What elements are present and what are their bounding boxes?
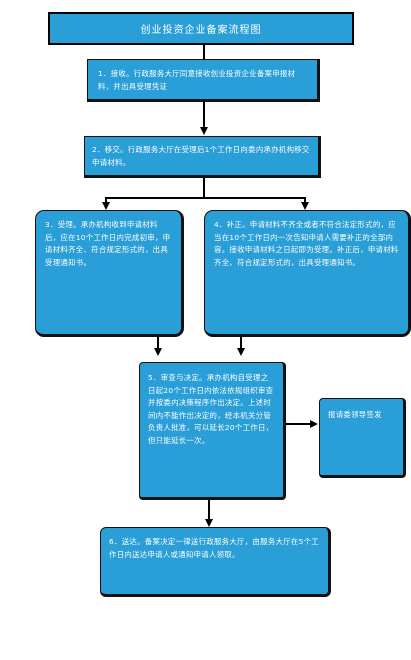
connector-step5-step6 bbox=[208, 500, 210, 520]
connector-step5-side bbox=[286, 423, 310, 425]
connector-step2-down bbox=[203, 178, 205, 198]
step-5-text: 5．审查与决定。承办机构自受理之日起20个工作日内依法依规组织审查并按委内决策程… bbox=[148, 373, 274, 445]
flowchart-title: 创业投资企业备案流程图 bbox=[48, 12, 354, 45]
connector-branch-horizontal bbox=[105, 197, 306, 199]
leader-approval-text: 报请委领导签发 bbox=[328, 410, 382, 419]
step-3-text: 3．受理。承办机构收到申请材料后，应在10个工作日内完成初审，申请材料齐全、符合… bbox=[45, 220, 171, 267]
connector-branch-left bbox=[105, 197, 107, 203]
step-2-transfer: 2．移交。行政服务大厅在受理后1个工作日向委内承办机构移交申请材料。 bbox=[84, 136, 321, 178]
step-1-text: 1．接收。行政服务大厅同意接收创业投资企业备案申报材料，并出具受理凭证 bbox=[98, 69, 296, 91]
connector-title-step1 bbox=[203, 45, 205, 59]
arrow-down-icon bbox=[237, 348, 245, 356]
arrow-down-icon bbox=[102, 202, 110, 210]
step-4-text: 4．补正。申请材料不齐全或者不符合法定形式的，应当在10个工作日内一次告知申请人… bbox=[214, 220, 399, 267]
arrow-right-icon bbox=[310, 420, 318, 428]
step-6-text: 6．送达。备案决定一律送行政服务大厅，由服务大厅在5个工作日内送达申请人或通知申… bbox=[109, 537, 319, 559]
step-3-accept: 3．受理。承办机构收到申请材料后，应在10个工作日内完成初审，申请材料齐全、符合… bbox=[35, 210, 184, 337]
arrow-down-icon bbox=[205, 519, 213, 527]
connector-branch-right bbox=[304, 197, 306, 203]
step-1-receive: 1．接收。行政服务大厅同意接收创业投资企业备案申报材料，并出具受理凭证 bbox=[87, 59, 320, 102]
connector-step1-step2 bbox=[203, 102, 205, 128]
arrow-down-icon bbox=[301, 202, 309, 210]
step-2-text: 2．移交。行政服务大厅在受理后1个工作日向委内承办机构移交申请材料。 bbox=[92, 145, 310, 167]
step-6-delivery: 6．送达。备案决定一律送行政服务大厅，由服务大厅在5个工作日内送达申请人或通知申… bbox=[100, 527, 331, 597]
arrow-down-icon bbox=[200, 127, 208, 135]
step-5-review-decision: 5．审查与决定。承办机构自受理之日起20个工作日内依法依规组织审查并按委内决策程… bbox=[139, 362, 286, 500]
leader-approval-box: 报请委领导签发 bbox=[319, 398, 406, 478]
arrow-down-icon bbox=[154, 348, 162, 356]
step-4-supplement: 4．补正。申请材料不齐全或者不符合法定形式的，应当在10个工作日内一次告知申请人… bbox=[204, 210, 411, 337]
connector-step4-step5 bbox=[240, 337, 242, 349]
connector-step3-step5 bbox=[157, 337, 159, 349]
